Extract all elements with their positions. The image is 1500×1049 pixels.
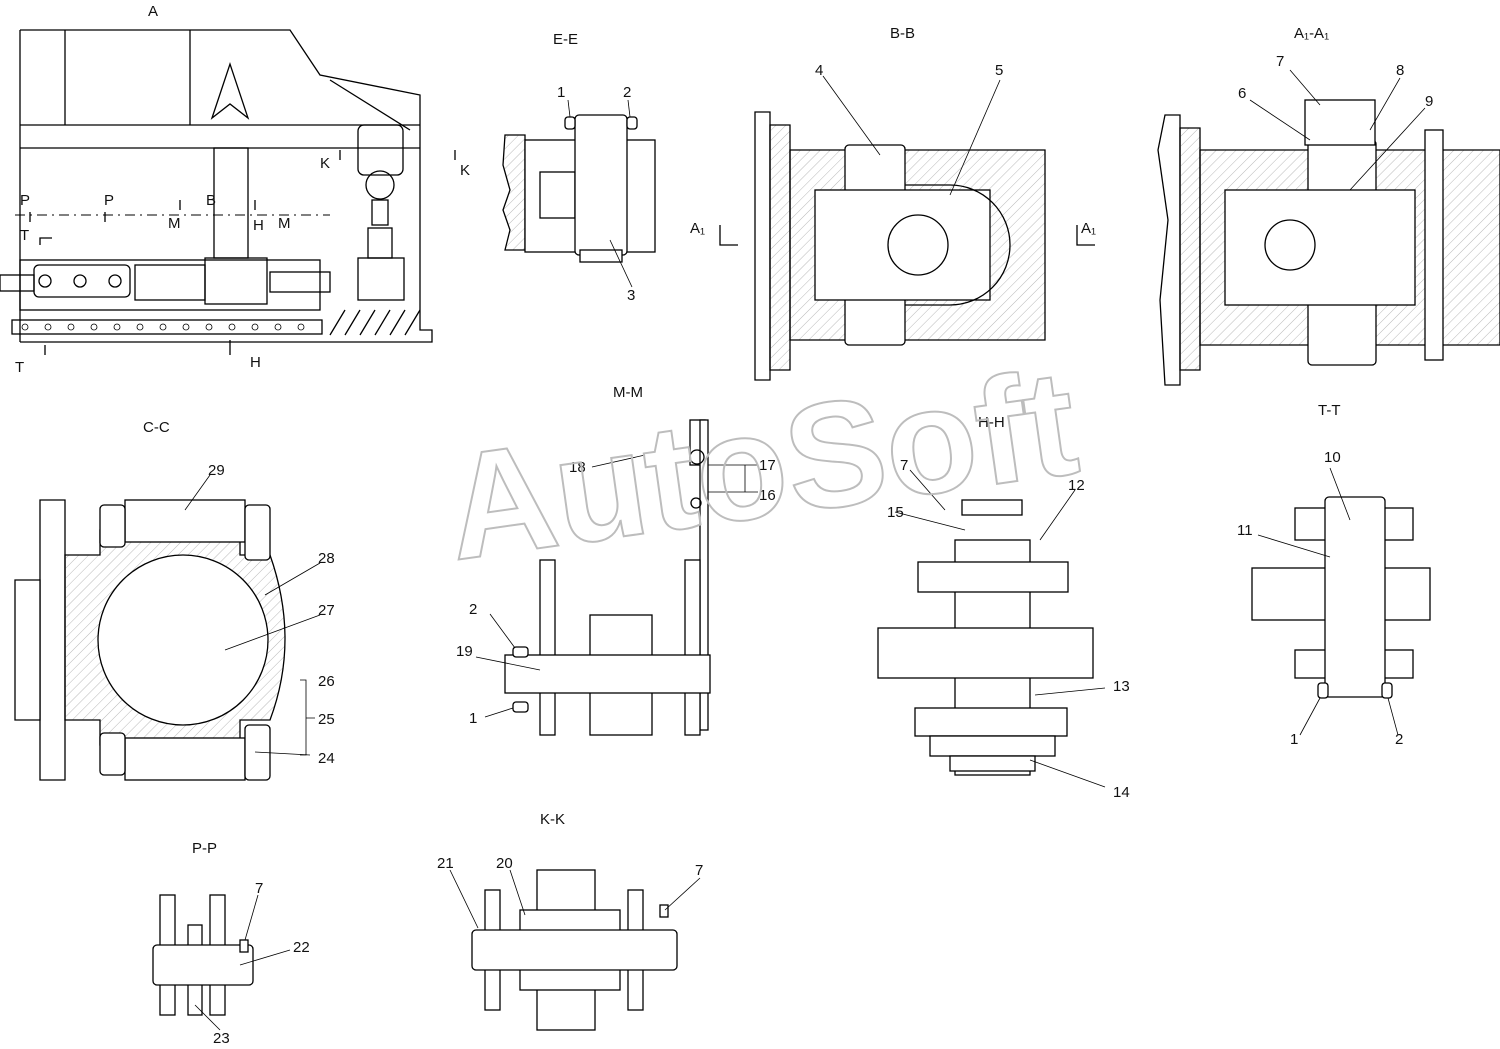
callout-7-a1: 7 [1276,53,1284,70]
callout-29: 29 [208,462,225,479]
mark-p-left: P [20,192,30,209]
callout-13: 13 [1113,678,1130,695]
mark-h-bottom: H [250,354,261,371]
callout-16: 16 [759,487,776,504]
view-h-h: H-H [877,414,1106,788]
view-k-k: K-K [449,811,701,1031]
callout-1-ee: 1 [557,84,565,101]
callout-25: 25 [318,711,335,728]
view-c-c: C-C [14,419,321,781]
callout-14: 14 [1113,784,1130,801]
view-a1a1-title: A₁-A₁ [1294,25,1329,42]
callout-2-ee: 2 [623,84,631,101]
callout-21: 21 [437,855,454,872]
callout-2-mm: 2 [469,601,477,618]
callout-4: 4 [815,62,823,79]
view-bb-title: B-B [890,25,915,42]
chain-holes [21,323,305,331]
mark-k-left: K [320,155,330,172]
mark-t-top: T [20,227,29,244]
view-m-m: M-M [475,384,758,736]
mark-k-right: K [460,162,470,179]
callout-8: 8 [1396,62,1404,79]
view-a1-a1: A₁-A₁ [1157,25,1500,386]
callout-15: 15 [887,504,904,521]
mark-a1-right: A₁ [1081,220,1096,237]
mark-m-right: M [278,215,291,232]
callout-2-tt: 2 [1395,731,1403,748]
callout-28: 28 [318,550,335,567]
callout-6: 6 [1238,85,1246,102]
callout-5: 5 [995,62,1003,79]
view-cc-title: C-C [143,419,170,436]
view-a-title: A [148,3,158,20]
callout-7-hh: 7 [900,457,908,474]
mark-p-right: P [104,192,114,209]
callout-19: 19 [456,643,473,660]
view-hh-title: H-H [978,414,1005,431]
callout-24: 24 [318,750,335,767]
callout-10: 10 [1324,449,1341,466]
callout-26: 26 [318,673,335,690]
callout-1-tt: 1 [1290,731,1298,748]
view-t-t: T-T [1251,402,1431,736]
callout-11: 11 [1237,522,1253,539]
callout-12: 12 [1068,477,1085,494]
callout-numbers: 1 2 3 4 5 6 7 8 9 10 11 12 13 14 15 16 1… [208,53,1433,1047]
callout-23: 23 [213,1030,230,1047]
view-p-p: P-P [152,840,291,1031]
mark-m-left: M [168,215,181,232]
mark-t-bottom: T [15,359,24,376]
callout-20: 20 [496,855,513,872]
callout-22: 22 [293,939,310,956]
callout-3: 3 [627,287,635,304]
view-kk-title: K-K [540,811,565,828]
callout-17: 17 [759,457,776,474]
mark-a1-left: A₁ [690,220,705,237]
view-e-e: E-E [502,31,656,288]
view-tt-title: T-T [1318,402,1341,419]
view-a: A [0,3,470,376]
callout-7-kk: 7 [695,862,703,879]
callout-9: 9 [1425,93,1433,110]
callout-27: 27 [318,602,335,619]
mark-h-top: H [253,217,264,234]
view-b-b: B-B A₁ A₁ [690,25,1096,381]
view-pp-title: P-P [192,840,217,857]
view-ee-title: E-E [553,31,578,48]
view-mm-title: M-M [613,384,643,401]
callout-1-mm: 1 [469,710,477,727]
callout-7-pp: 7 [255,880,263,897]
callout-18: 18 [569,459,586,476]
mark-b: B [206,192,216,209]
